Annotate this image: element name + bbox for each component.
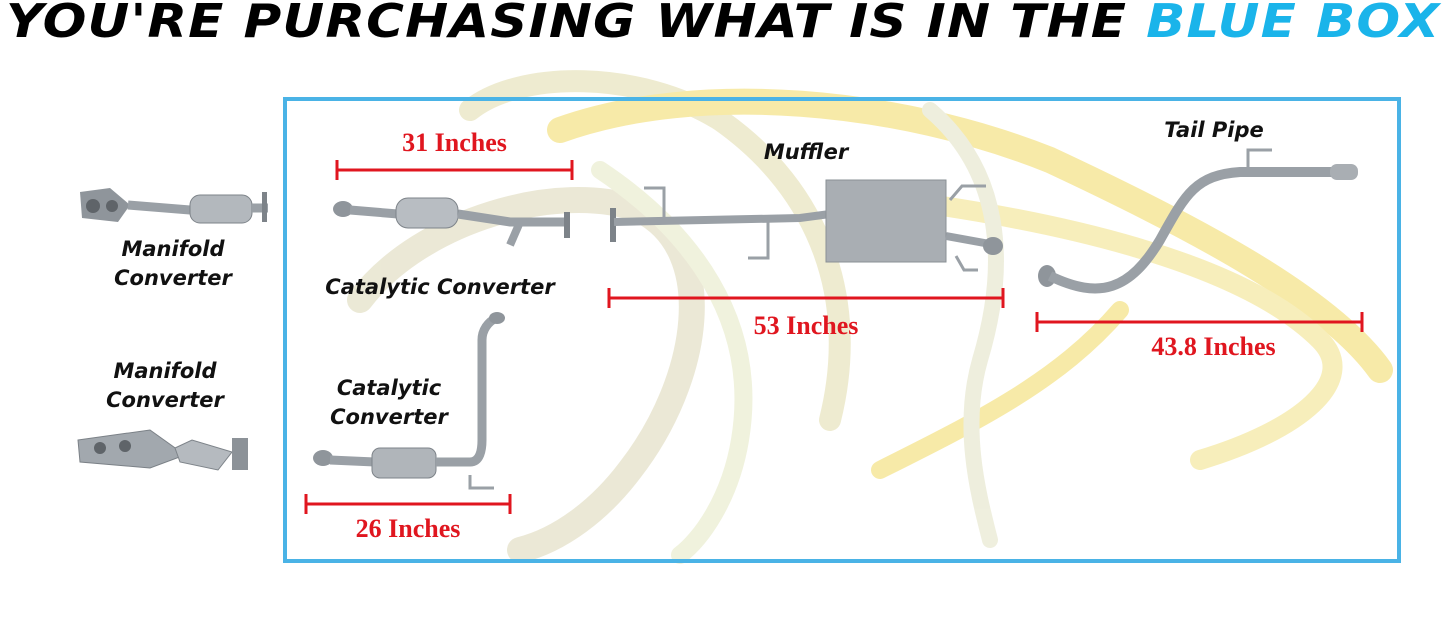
muffler-measure: 53 Inches bbox=[753, 311, 859, 340]
manifold-bottom-line2: Converter bbox=[106, 388, 224, 412]
blue-box-frame bbox=[283, 97, 1401, 563]
manifold-converter-bottom-image bbox=[77, 429, 248, 471]
manifold-top-label: Manifold Converter bbox=[108, 235, 238, 293]
cat-bottom-measure: 26 Inches bbox=[355, 514, 461, 543]
catalytic-converter-top-image bbox=[333, 197, 570, 247]
banner-title: YOU'RE PURCHASING WHAT IS IN THE BLUE BO… bbox=[6, 0, 1440, 48]
catalytic-converter-bottom-image bbox=[313, 312, 505, 490]
measure-bar-53 bbox=[607, 288, 1005, 308]
muffler-image bbox=[610, 179, 1003, 272]
manifold-converter-top-image bbox=[80, 188, 268, 224]
cat-bottom-line1: Catalytic bbox=[336, 376, 442, 400]
manifold-bottom-line1: Manifold bbox=[113, 359, 217, 383]
muffler-label: Muffler bbox=[763, 140, 849, 164]
cat-top-label: Catalytic Converter bbox=[325, 275, 555, 299]
measure-bar-43-8 bbox=[1035, 312, 1364, 332]
cat-bottom-label: Catalytic Converter bbox=[322, 374, 456, 432]
cat-bottom-line2: Converter bbox=[330, 405, 448, 429]
tail-pipe-label: Tail Pipe bbox=[1164, 118, 1264, 142]
tail-pipe-measure: 43.8 Inches bbox=[1151, 332, 1276, 361]
manifold-top-line2: Converter bbox=[114, 266, 232, 290]
measure-bar-26 bbox=[304, 494, 512, 514]
manifold-bottom-label: Manifold Converter bbox=[100, 357, 230, 415]
tail-pipe-image bbox=[1038, 148, 1358, 294]
cat-top-measure: 31 Inches bbox=[402, 128, 507, 157]
measure-bar-31 bbox=[335, 160, 574, 180]
banner-prefix: YOU'RE PURCHASING WHAT IS IN THE bbox=[6, 0, 1128, 48]
banner-highlight: BLUE BOX bbox=[1146, 0, 1441, 48]
manifold-top-line1: Manifold bbox=[121, 237, 225, 261]
